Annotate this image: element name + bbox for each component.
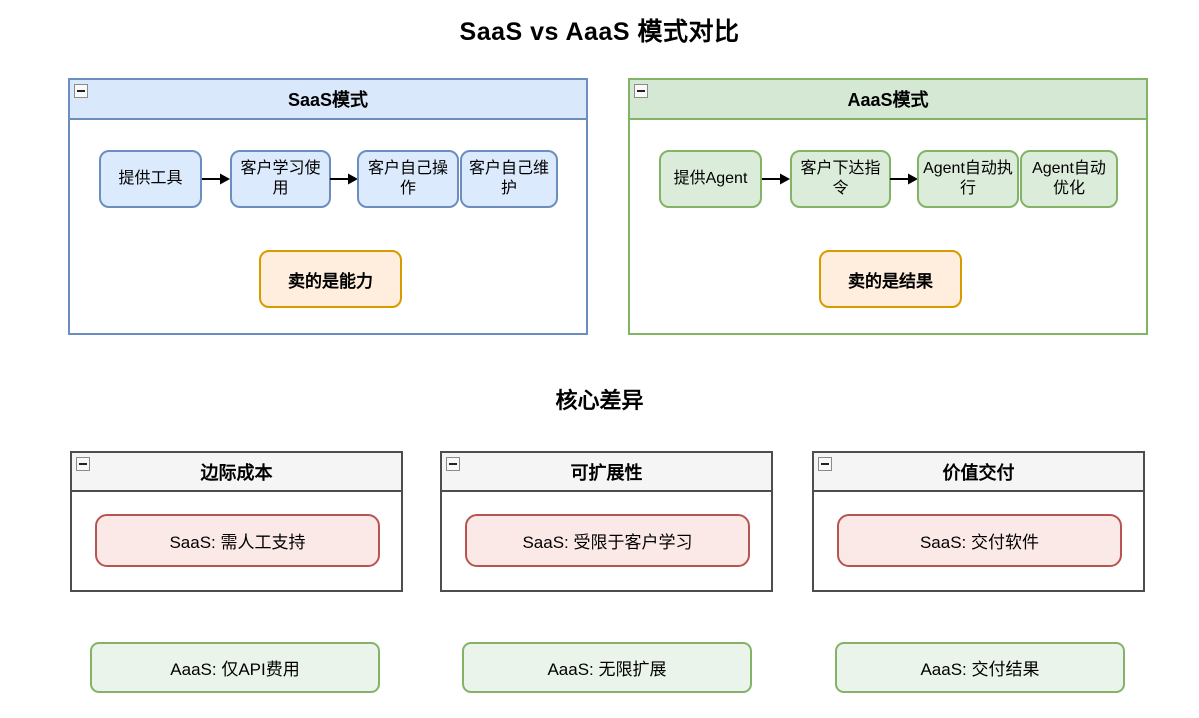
aaas-diff-item: AaaS: 交付结果 <box>835 642 1125 693</box>
minus-glyph <box>821 463 829 465</box>
diff-panel-title: 价值交付 <box>942 462 1015 483</box>
aaas-flow-step-3: Agent自动执行 <box>917 150 1019 208</box>
collapse-icon[interactable] <box>634 84 648 98</box>
saas-diff-item: SaaS: 交付软件 <box>837 514 1122 567</box>
diff-panel-marginal-cost: 边际成本 SaaS: 需人工支持 <box>70 451 403 592</box>
arrow-right-icon <box>762 173 790 185</box>
page-title: SaaS vs AaaS 模式对比 <box>459 18 740 46</box>
aaas-diff-item: AaaS: 仅API费用 <box>90 642 380 693</box>
aaas-mode-panel: AaaS模式 提供Agent 客户下达指令 Agent自动执行 Agent自动优… <box>628 78 1148 335</box>
diff-panel-header: 边际成本 <box>72 453 401 492</box>
diff-panel-value-delivery: 价值交付 SaaS: 交付软件 <box>812 451 1145 592</box>
saas-highlight-box: 卖的是能力 <box>259 250 402 308</box>
arrow-right-icon <box>202 173 230 185</box>
section-heading: 核心差异 <box>555 388 644 413</box>
saas-mode-panel: SaaS模式 提供工具 客户学习使用 客户自己操作 客户自己维护 卖的是能力 <box>68 78 588 335</box>
aaas-diff-item: AaaS: 无限扩展 <box>462 642 752 693</box>
diff-panel-scalability: 可扩展性 SaaS: 受限于客户学习 <box>440 451 773 592</box>
diff-panel-title: 可扩展性 <box>570 462 643 483</box>
arrow-right-icon <box>330 173 358 185</box>
collapse-icon[interactable] <box>74 84 88 98</box>
collapse-icon[interactable] <box>818 457 832 471</box>
minus-glyph <box>79 463 87 465</box>
saas-diff-item: SaaS: 需人工支持 <box>95 514 380 567</box>
saas-flow-step-1: 提供工具 <box>99 150 202 208</box>
saas-diff-item: SaaS: 受限于客户学习 <box>465 514 750 567</box>
aaas-flow-step-4: Agent自动优化 <box>1020 150 1118 208</box>
aaas-panel-title: AaaS模式 <box>847 90 929 110</box>
aaas-highlight-box: 卖的是结果 <box>819 250 962 308</box>
saas-flow-step-2: 客户学习使用 <box>230 150 331 208</box>
collapse-icon[interactable] <box>76 457 90 471</box>
minus-glyph <box>449 463 457 465</box>
aaas-flow-step-2: 客户下达指令 <box>790 150 891 208</box>
minus-glyph <box>637 90 645 92</box>
saas-panel-title: SaaS模式 <box>287 90 369 110</box>
aaas-flow-step-1: 提供Agent <box>659 150 762 208</box>
arrow-right-icon <box>890 173 918 185</box>
diff-panel-title: 边际成本 <box>200 462 273 483</box>
collapse-icon[interactable] <box>446 457 460 471</box>
saas-panel-header: SaaS模式 <box>70 80 586 120</box>
aaas-panel-header: AaaS模式 <box>630 80 1146 120</box>
diff-panel-header: 可扩展性 <box>442 453 771 492</box>
saas-flow-step-3: 客户自己操作 <box>357 150 459 208</box>
diff-panel-header: 价值交付 <box>814 453 1143 492</box>
minus-glyph <box>77 90 85 92</box>
saas-flow-step-4: 客户自己维护 <box>460 150 558 208</box>
